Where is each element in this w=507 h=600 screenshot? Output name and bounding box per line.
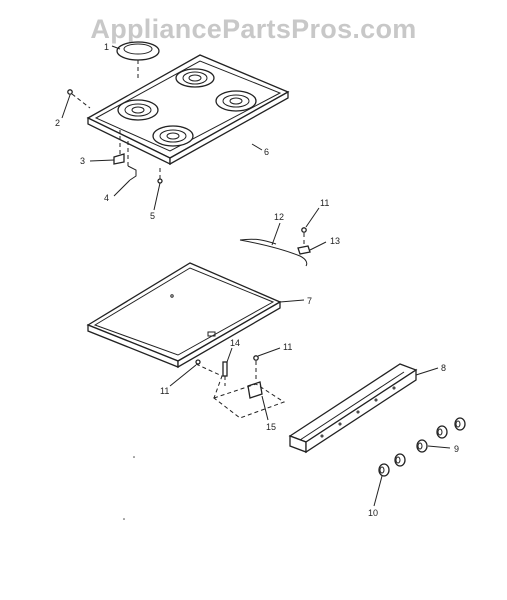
callout-11-left: 11 bbox=[160, 386, 169, 396]
callout-9: 9 bbox=[454, 444, 459, 454]
part-10-knobs bbox=[373, 453, 406, 507]
part-6-cooktop bbox=[86, 54, 290, 166]
callout-6: 6 bbox=[264, 147, 269, 157]
part-5-screw bbox=[153, 168, 163, 211]
speck bbox=[133, 456, 135, 458]
callout-14: 14 bbox=[230, 338, 240, 348]
part-11-screw-left bbox=[169, 359, 201, 387]
part-11-screw-right bbox=[253, 347, 281, 382]
part-11-screw-upper bbox=[301, 207, 320, 246]
part-4-hinge bbox=[113, 140, 137, 197]
part-9-knobs bbox=[416, 417, 466, 453]
callout-13: 13 bbox=[330, 236, 340, 246]
callout-3: 3 bbox=[80, 156, 85, 166]
burner-front-left bbox=[152, 125, 194, 147]
part-15-bracket bbox=[195, 363, 286, 421]
callout-2: 2 bbox=[55, 118, 60, 128]
part-3-bracket bbox=[89, 130, 125, 165]
part-8-control-panel bbox=[288, 363, 439, 454]
part-2-screw bbox=[61, 89, 91, 119]
callout-10: 10 bbox=[368, 508, 378, 518]
knob bbox=[436, 425, 448, 439]
knob bbox=[416, 439, 428, 453]
callout-8: 8 bbox=[441, 363, 446, 373]
callout-15: 15 bbox=[266, 422, 276, 432]
knob bbox=[394, 453, 406, 467]
watermark-text: AppliancePartsPros.com bbox=[90, 14, 417, 44]
part-12-wire bbox=[239, 222, 308, 267]
callout-4: 4 bbox=[104, 193, 109, 203]
part-13-clip bbox=[297, 241, 327, 255]
burner-front-right bbox=[215, 90, 257, 112]
callout-11-right: 11 bbox=[283, 342, 292, 352]
callout-12: 12 bbox=[274, 212, 284, 222]
burner-rear-right bbox=[175, 68, 215, 88]
part-14-pin bbox=[222, 347, 233, 386]
part-7-tray bbox=[86, 262, 305, 369]
burner-rear-left bbox=[117, 99, 159, 121]
callout-7: 7 bbox=[307, 296, 312, 306]
callout-5: 5 bbox=[150, 211, 155, 221]
part-1-cap bbox=[111, 41, 160, 78]
leader-6 bbox=[251, 143, 263, 151]
callout-1: 1 bbox=[104, 42, 109, 52]
speck bbox=[123, 518, 125, 520]
knob bbox=[378, 463, 390, 477]
knob bbox=[454, 417, 466, 431]
callout-11-upper: 11 bbox=[320, 198, 329, 208]
